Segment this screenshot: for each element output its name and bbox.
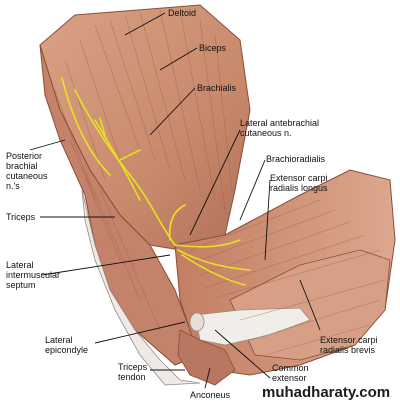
label-triceps-tendon-1: Triceps [118, 362, 148, 372]
label-lateral-epicondyle-1: Lateral [45, 335, 73, 345]
label-lateral-epicondyle-2: epicondyle [45, 345, 88, 355]
label-posterior-brachial-2: brachial [6, 161, 38, 171]
label-common-extensor-1: Common [272, 363, 309, 373]
label-ecrl-1: Extensor carpi [270, 173, 328, 183]
label-triceps: Triceps [6, 212, 36, 222]
lateral-antebrachial-cutaneous-nerve [168, 204, 251, 286]
label-lateral-antebrachial-1: Lateral antebrachial [240, 118, 319, 128]
label-posterior-brachial-1: Posterior [6, 151, 42, 161]
upper-arm-muscles [39, 4, 251, 251]
label-ecrb-2: radialis brevis [320, 345, 376, 355]
label-triceps-tendon-2: tendon [118, 372, 146, 382]
triceps-tendon-sheet [81, 189, 201, 386]
label-lis-1: Lateral [6, 260, 34, 270]
label-brachialis: Brachialis [197, 83, 237, 93]
label-deltoid: Deltoid [168, 8, 196, 18]
label-lis-2: intermuscular [6, 270, 60, 280]
label-brachioradialis: Brachioradialis [266, 154, 326, 164]
label-posterior-brachial-3: cutaneous [6, 171, 48, 181]
label-biceps: Biceps [199, 43, 227, 53]
label-lateral-antebrachial-2: cutaneous n. [240, 128, 292, 138]
label-ecrl-2: radialis longus [270, 183, 328, 193]
muscle-fibers [54, 9, 386, 356]
watermark-text: muhadharaty.com [262, 384, 390, 401]
posterior-brachial-cutaneous-nerves [61, 77, 176, 246]
label-posterior-brachial-4: n.'s [6, 181, 20, 191]
label-ecrb-1: Extensor carpi [320, 335, 378, 345]
label-lis-3: septum [6, 280, 36, 290]
label-anconeus: Anconeus [190, 390, 231, 400]
lateral-epicondyle [189, 312, 205, 332]
label-common-extensor-2: extensor [272, 373, 307, 383]
anconeus-muscle [177, 329, 236, 386]
leader-lines [29, 12, 321, 389]
